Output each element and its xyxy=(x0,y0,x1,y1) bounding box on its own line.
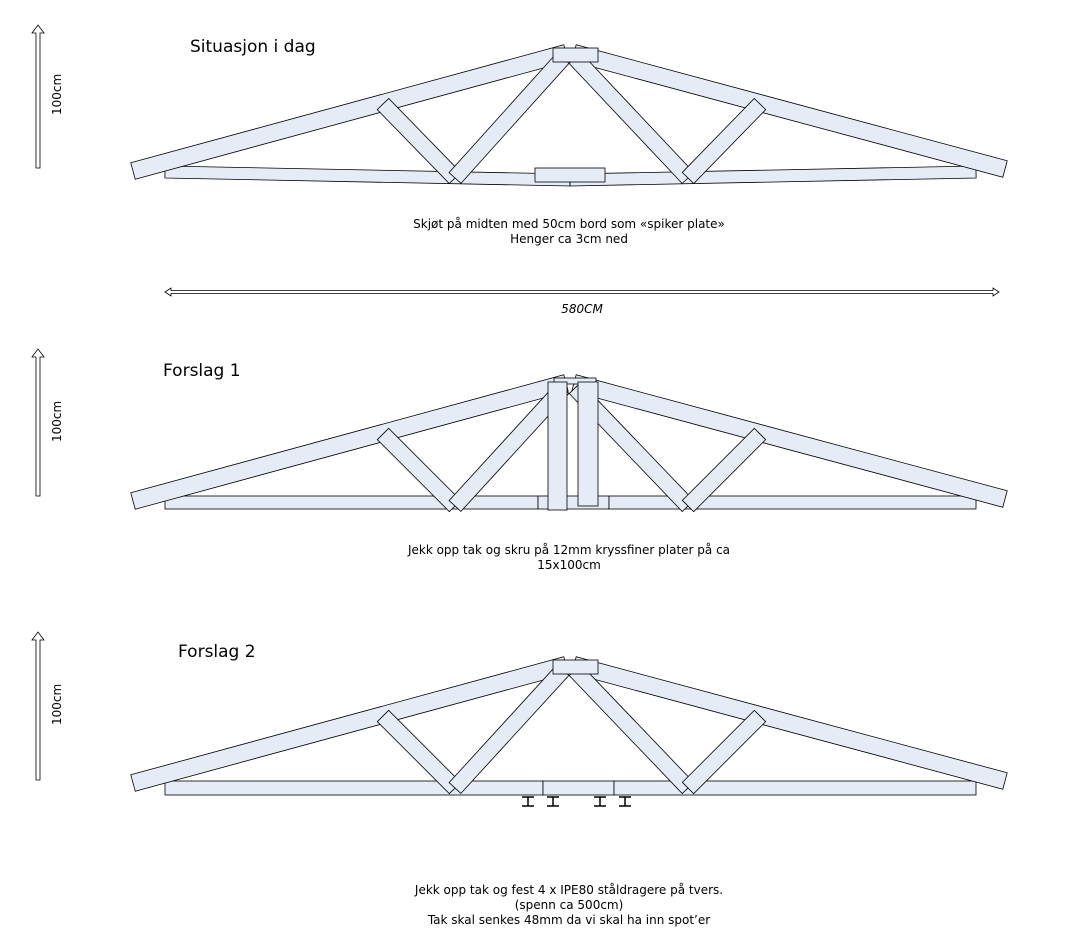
note-proposal-2: Jekk opp tak og fest 4 x IPE80 ståldrage… xyxy=(415,883,723,928)
ridge-block xyxy=(553,377,597,385)
web-right-short xyxy=(681,709,767,795)
note-line: Skjøt på midten med 50cm bord som «spike… xyxy=(413,217,725,231)
height-arrow-icon xyxy=(31,348,45,497)
section-title-proposal-2: Forslag 2 xyxy=(178,642,256,662)
note-line: (spenn ca 500cm) xyxy=(514,898,624,912)
rafter-right xyxy=(571,44,1008,178)
height-label-3: 100cm xyxy=(50,683,64,725)
height-arrow-icon xyxy=(31,631,45,781)
bottom-chord-splice xyxy=(542,780,615,796)
bottom-chord-right xyxy=(569,165,977,187)
rafter-left xyxy=(130,374,569,510)
ipe80-steel-beam-icon xyxy=(522,796,534,807)
span-dimension-label: 580CM xyxy=(561,302,603,316)
plywood-plate-right xyxy=(577,381,599,507)
plywood-plate-left xyxy=(547,381,568,511)
note-line: Tak skal senkes 48mm da vi skal ha inn s… xyxy=(427,913,711,927)
bottom-chord-left xyxy=(164,780,544,796)
rafter-left xyxy=(130,44,569,180)
note-line: 15x100cm xyxy=(537,558,601,572)
height-label-2: 100cm xyxy=(50,400,64,442)
section-title-current: Situasjon i dag xyxy=(190,37,316,57)
span-dimension-arrow-icon xyxy=(164,287,1000,297)
height-arrow-icon xyxy=(31,24,45,169)
web-right-short xyxy=(681,427,767,513)
rafter-left xyxy=(130,656,569,792)
ipe80-steel-beam-icon xyxy=(547,796,559,807)
bottom-chord-left xyxy=(164,495,539,510)
section-title-proposal-1: Forslag 1 xyxy=(163,361,241,381)
bottom-chord-right xyxy=(608,495,977,510)
bottom-chord-right xyxy=(613,780,977,796)
height-label-1: 100cm xyxy=(50,73,64,115)
ipe80-steel-beam-icon xyxy=(619,796,631,807)
note-current: Skjøt på midten med 50cm bord som «spike… xyxy=(413,217,725,247)
note-line: Jekk opp tak og skru på 12mm kryssfiner … xyxy=(407,543,731,557)
splice-plate xyxy=(534,167,606,183)
ridge-block xyxy=(552,659,599,675)
note-proposal-1: Jekk opp tak og skru på 12mm kryssfiner … xyxy=(408,543,730,573)
web-right-short xyxy=(681,97,767,185)
ridge-block xyxy=(552,47,599,63)
note-line: Jekk opp tak og fest 4 x IPE80 ståldrage… xyxy=(414,883,724,897)
bottom-chord-left xyxy=(164,165,571,187)
ipe80-steel-beam-icon xyxy=(594,796,606,807)
note-line: Henger ca 3cm ned xyxy=(510,232,628,246)
